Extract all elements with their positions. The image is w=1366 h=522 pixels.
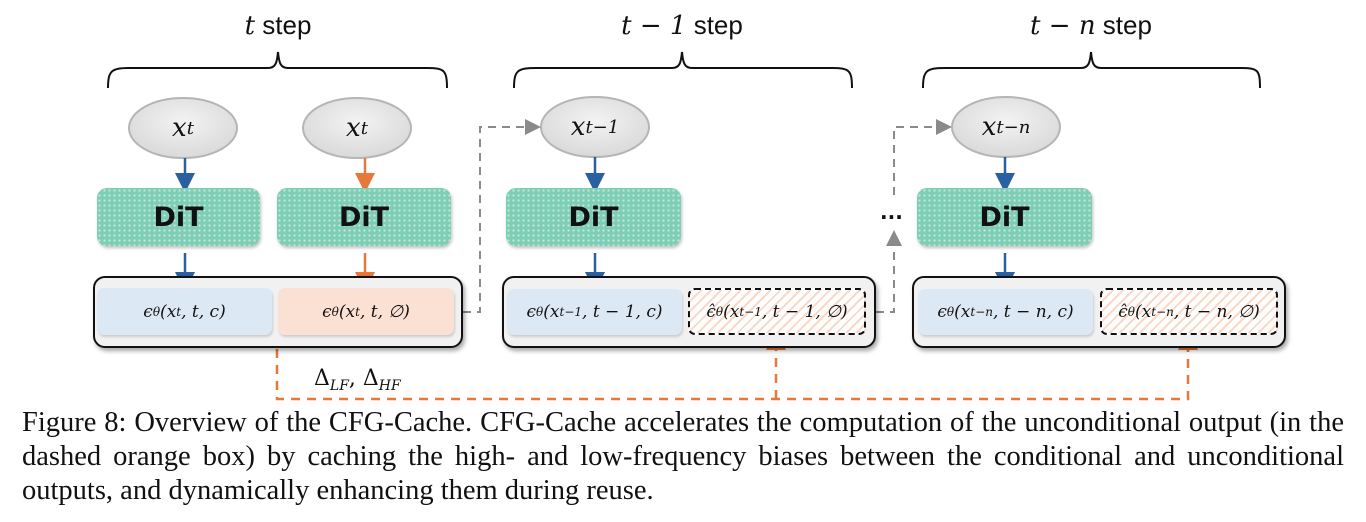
- arrow-step-t1-to-ellipsis: [876, 230, 902, 313]
- ellipsis-more-steps: ···: [880, 205, 903, 229]
- step-label-t-1: t − 1 step: [621, 10, 743, 41]
- brace-t-n-step: [922, 51, 1261, 89]
- dit-block-uncond: DiT: [277, 188, 451, 246]
- dit-block-cond: DiT: [97, 188, 260, 246]
- step-label-t: t step: [244, 10, 312, 41]
- figure-caption: Figure 8: Overview of the CFG-Cache. CFG…: [22, 407, 1344, 506]
- input-node-xt-cond: [128, 97, 238, 159]
- arrow-bias-reuse: [275, 330, 1198, 401]
- dit-block-t1: DiT: [506, 188, 681, 246]
- arrow-step-t-to-t1: [463, 119, 541, 313]
- bias-delta-label: ΔLF, ΔHF: [314, 366, 401, 394]
- arrow-ellipsis-to-tn: [893, 119, 952, 195]
- brace-t-1-step: [513, 51, 853, 89]
- step-label-t-n: t − n step: [1030, 10, 1152, 41]
- dit-block-tn: DiT: [917, 188, 1092, 246]
- input-node-xt-uncond: [302, 97, 412, 159]
- brace-t-step: [107, 51, 448, 89]
